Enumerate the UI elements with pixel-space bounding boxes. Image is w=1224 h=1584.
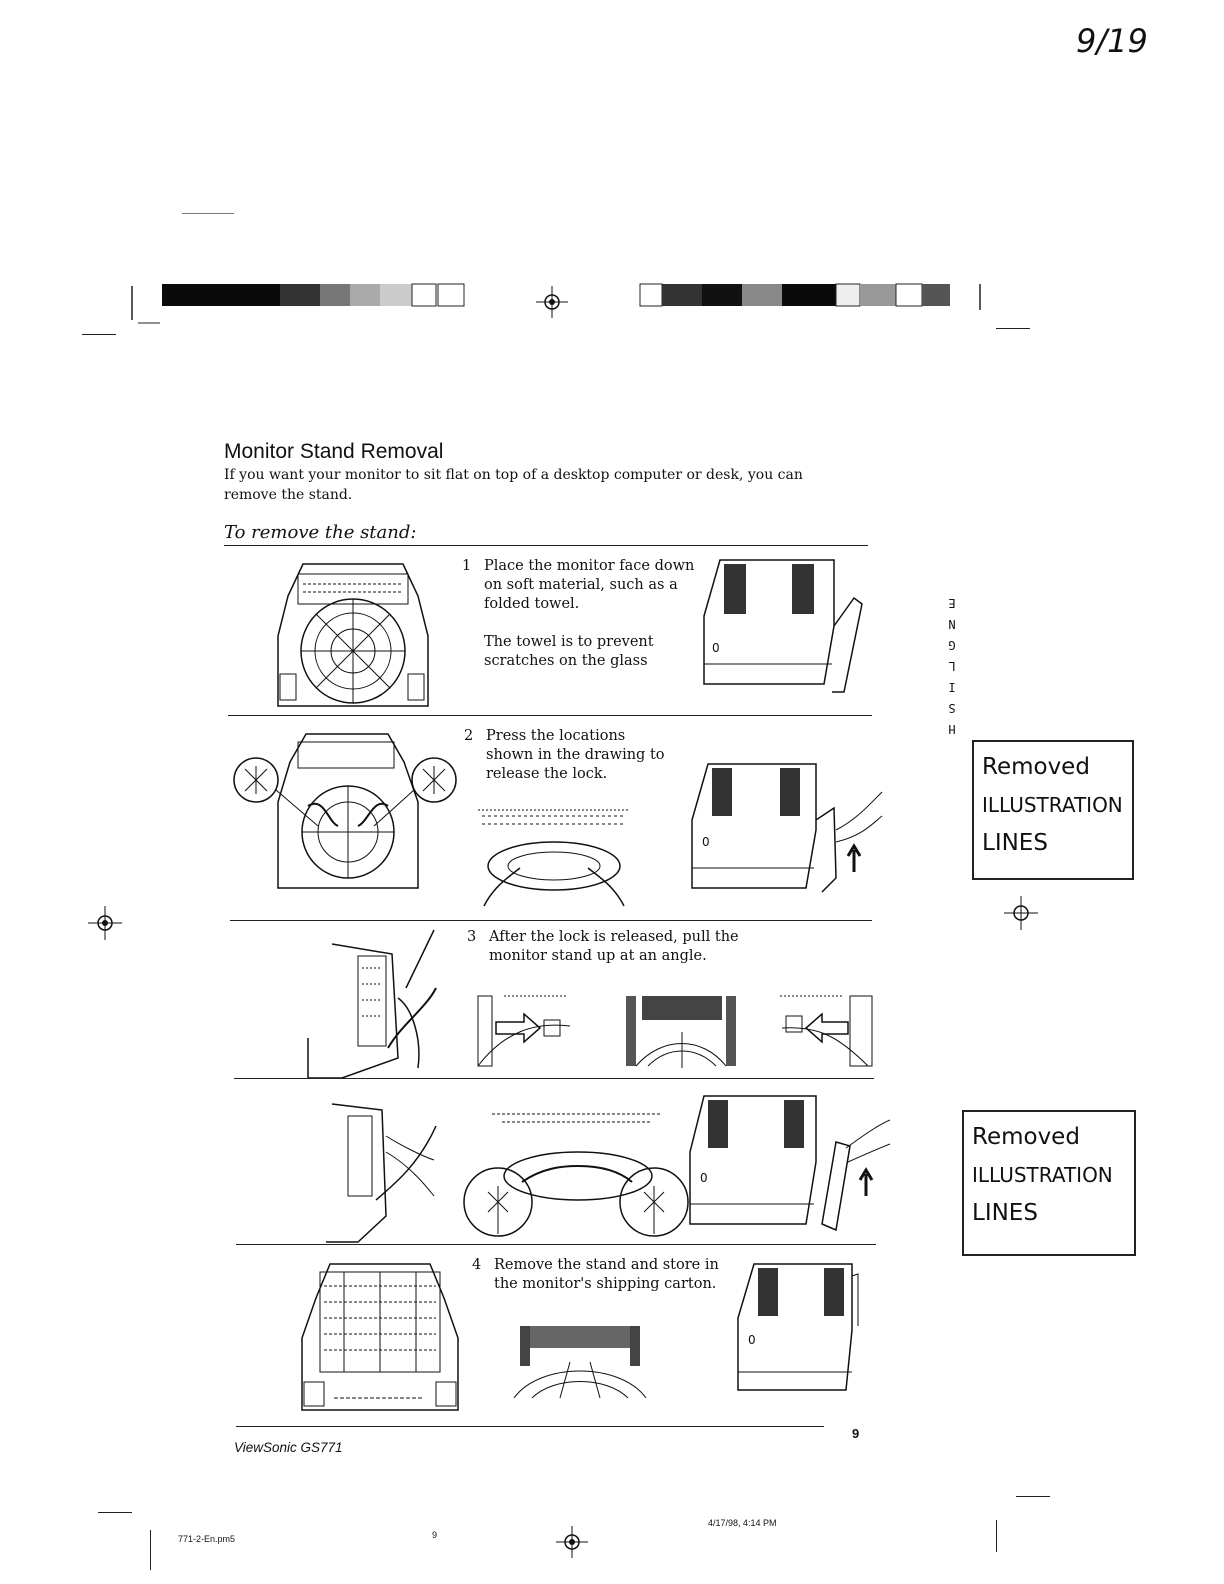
divider	[234, 1078, 874, 1079]
side-label-letter: N	[948, 617, 956, 631]
step-line: shown in the drawing to	[486, 747, 665, 763]
step-2-text: 2 Press the locations shown in the drawi…	[464, 727, 686, 784]
crop-mark	[98, 1512, 132, 1513]
color-calibration-bar-right	[639, 283, 981, 310]
note-line: ILLUSTRATION	[982, 793, 1123, 817]
monitor-lift-illustration: 0	[691, 763, 883, 893]
monitor-rear-lock-illustration	[233, 733, 457, 889]
language-side-label: H S I L G N E	[940, 592, 964, 739]
page-title: Monitor Stand Removal	[224, 440, 444, 463]
step-line: on soft material, such as a	[484, 577, 678, 593]
step-line: release the lock.	[486, 766, 608, 782]
monitor-facedown-illustration: 0	[703, 559, 863, 693]
crop-mark	[82, 334, 116, 335]
step-line: Press the locations	[486, 728, 626, 744]
step-line: the monitor's shipping carton.	[494, 1276, 717, 1292]
step-number: 2	[464, 728, 474, 744]
step-number: 3	[467, 929, 477, 945]
footer-product-name: ViewSonic GS771	[234, 1440, 343, 1455]
step-1-text: 1 Place the monitor face down on soft ma…	[462, 557, 704, 671]
step-number: 1	[462, 558, 472, 574]
side-label-letter: L	[948, 659, 956, 673]
monitor-rear-without-stand-illustration	[301, 1263, 459, 1411]
monitor-flat-illustration: 0	[737, 1263, 859, 1391]
stand-angle-illustration	[307, 929, 437, 1079]
registration-mark-top	[536, 286, 568, 318]
handwritten-note-box: Removed ILLUSTRATION LINES	[972, 740, 1134, 880]
registration-mark-bottom	[556, 1526, 588, 1558]
intro-paragraph: If you want your monitor to sit flat on …	[224, 467, 803, 503]
corner-handwritten-note: 9/19	[1076, 22, 1148, 60]
stand-pull-illustration	[326, 1103, 437, 1243]
side-label-letter: H	[948, 722, 956, 736]
illustration-digit: 0	[748, 1333, 756, 1347]
note-line: LINES	[972, 1200, 1038, 1226]
note-line: Removed	[982, 754, 1090, 780]
side-label-letter: S	[948, 701, 956, 715]
illustration-digit: 0	[702, 835, 710, 849]
step-note-line: The towel is to prevent	[484, 634, 654, 650]
step-line: Place the monitor face down	[484, 558, 695, 574]
note-line: Removed	[972, 1124, 1080, 1150]
registration-mark-left	[88, 906, 122, 940]
side-label-letter: I	[948, 680, 956, 694]
section-subhead: To remove the stand:	[224, 522, 417, 543]
step-3-text: 3 After the lock is released, pull the m…	[467, 928, 789, 966]
step-line: Remove the stand and store in	[494, 1257, 719, 1273]
step-line: After the lock is released, pull the	[489, 929, 739, 945]
divider	[236, 1244, 876, 1245]
step-line: monitor stand up at an angle.	[489, 948, 707, 964]
note-line: LINES	[982, 830, 1048, 856]
crop-mark	[996, 328, 1030, 329]
crop-mark	[182, 213, 234, 214]
monitor-stand-lift-illustration: 0	[689, 1095, 891, 1232]
footer-center-number: 9	[432, 1530, 438, 1540]
step-note-line: scratches on the glass	[484, 653, 648, 669]
footer-date: 4/17/98, 4:14 PM	[708, 1518, 777, 1528]
note-line: ILLUSTRATION	[972, 1163, 1113, 1187]
stand-detail-illustration-b	[626, 996, 736, 1068]
side-label-letter: G	[948, 638, 956, 652]
crop-mark	[1016, 1496, 1050, 1497]
color-calibration-bar-left	[131, 283, 465, 324]
illustration-digit: 0	[712, 641, 720, 655]
divider	[236, 1426, 824, 1427]
stand-removed-closeup-illustration	[513, 1326, 647, 1399]
illustration-digit: 0	[700, 1171, 708, 1185]
handwritten-note-box: Removed ILLUSTRATION LINES	[962, 1110, 1136, 1256]
step-number: 4	[472, 1257, 482, 1273]
registration-mark-right	[1004, 896, 1038, 930]
step-4-text: 4 Remove the stand and store in the moni…	[472, 1256, 724, 1294]
monitor-rear-illustration	[277, 563, 429, 707]
stand-release-illustration	[463, 1113, 689, 1237]
stand-detail-illustration-a	[477, 995, 571, 1067]
footer-file-name: 771-2-En.pm5	[178, 1534, 236, 1544]
side-label-letter: E	[948, 596, 956, 610]
crop-mark	[996, 1520, 997, 1552]
divider	[230, 920, 872, 921]
step-line: folded towel.	[484, 596, 580, 612]
divider	[228, 715, 872, 716]
page-number-badge: 9	[852, 1426, 860, 1441]
lock-closeup-illustration	[478, 809, 630, 907]
divider	[224, 545, 868, 546]
stand-detail-illustration-c	[780, 995, 873, 1067]
crop-mark	[150, 1530, 151, 1570]
